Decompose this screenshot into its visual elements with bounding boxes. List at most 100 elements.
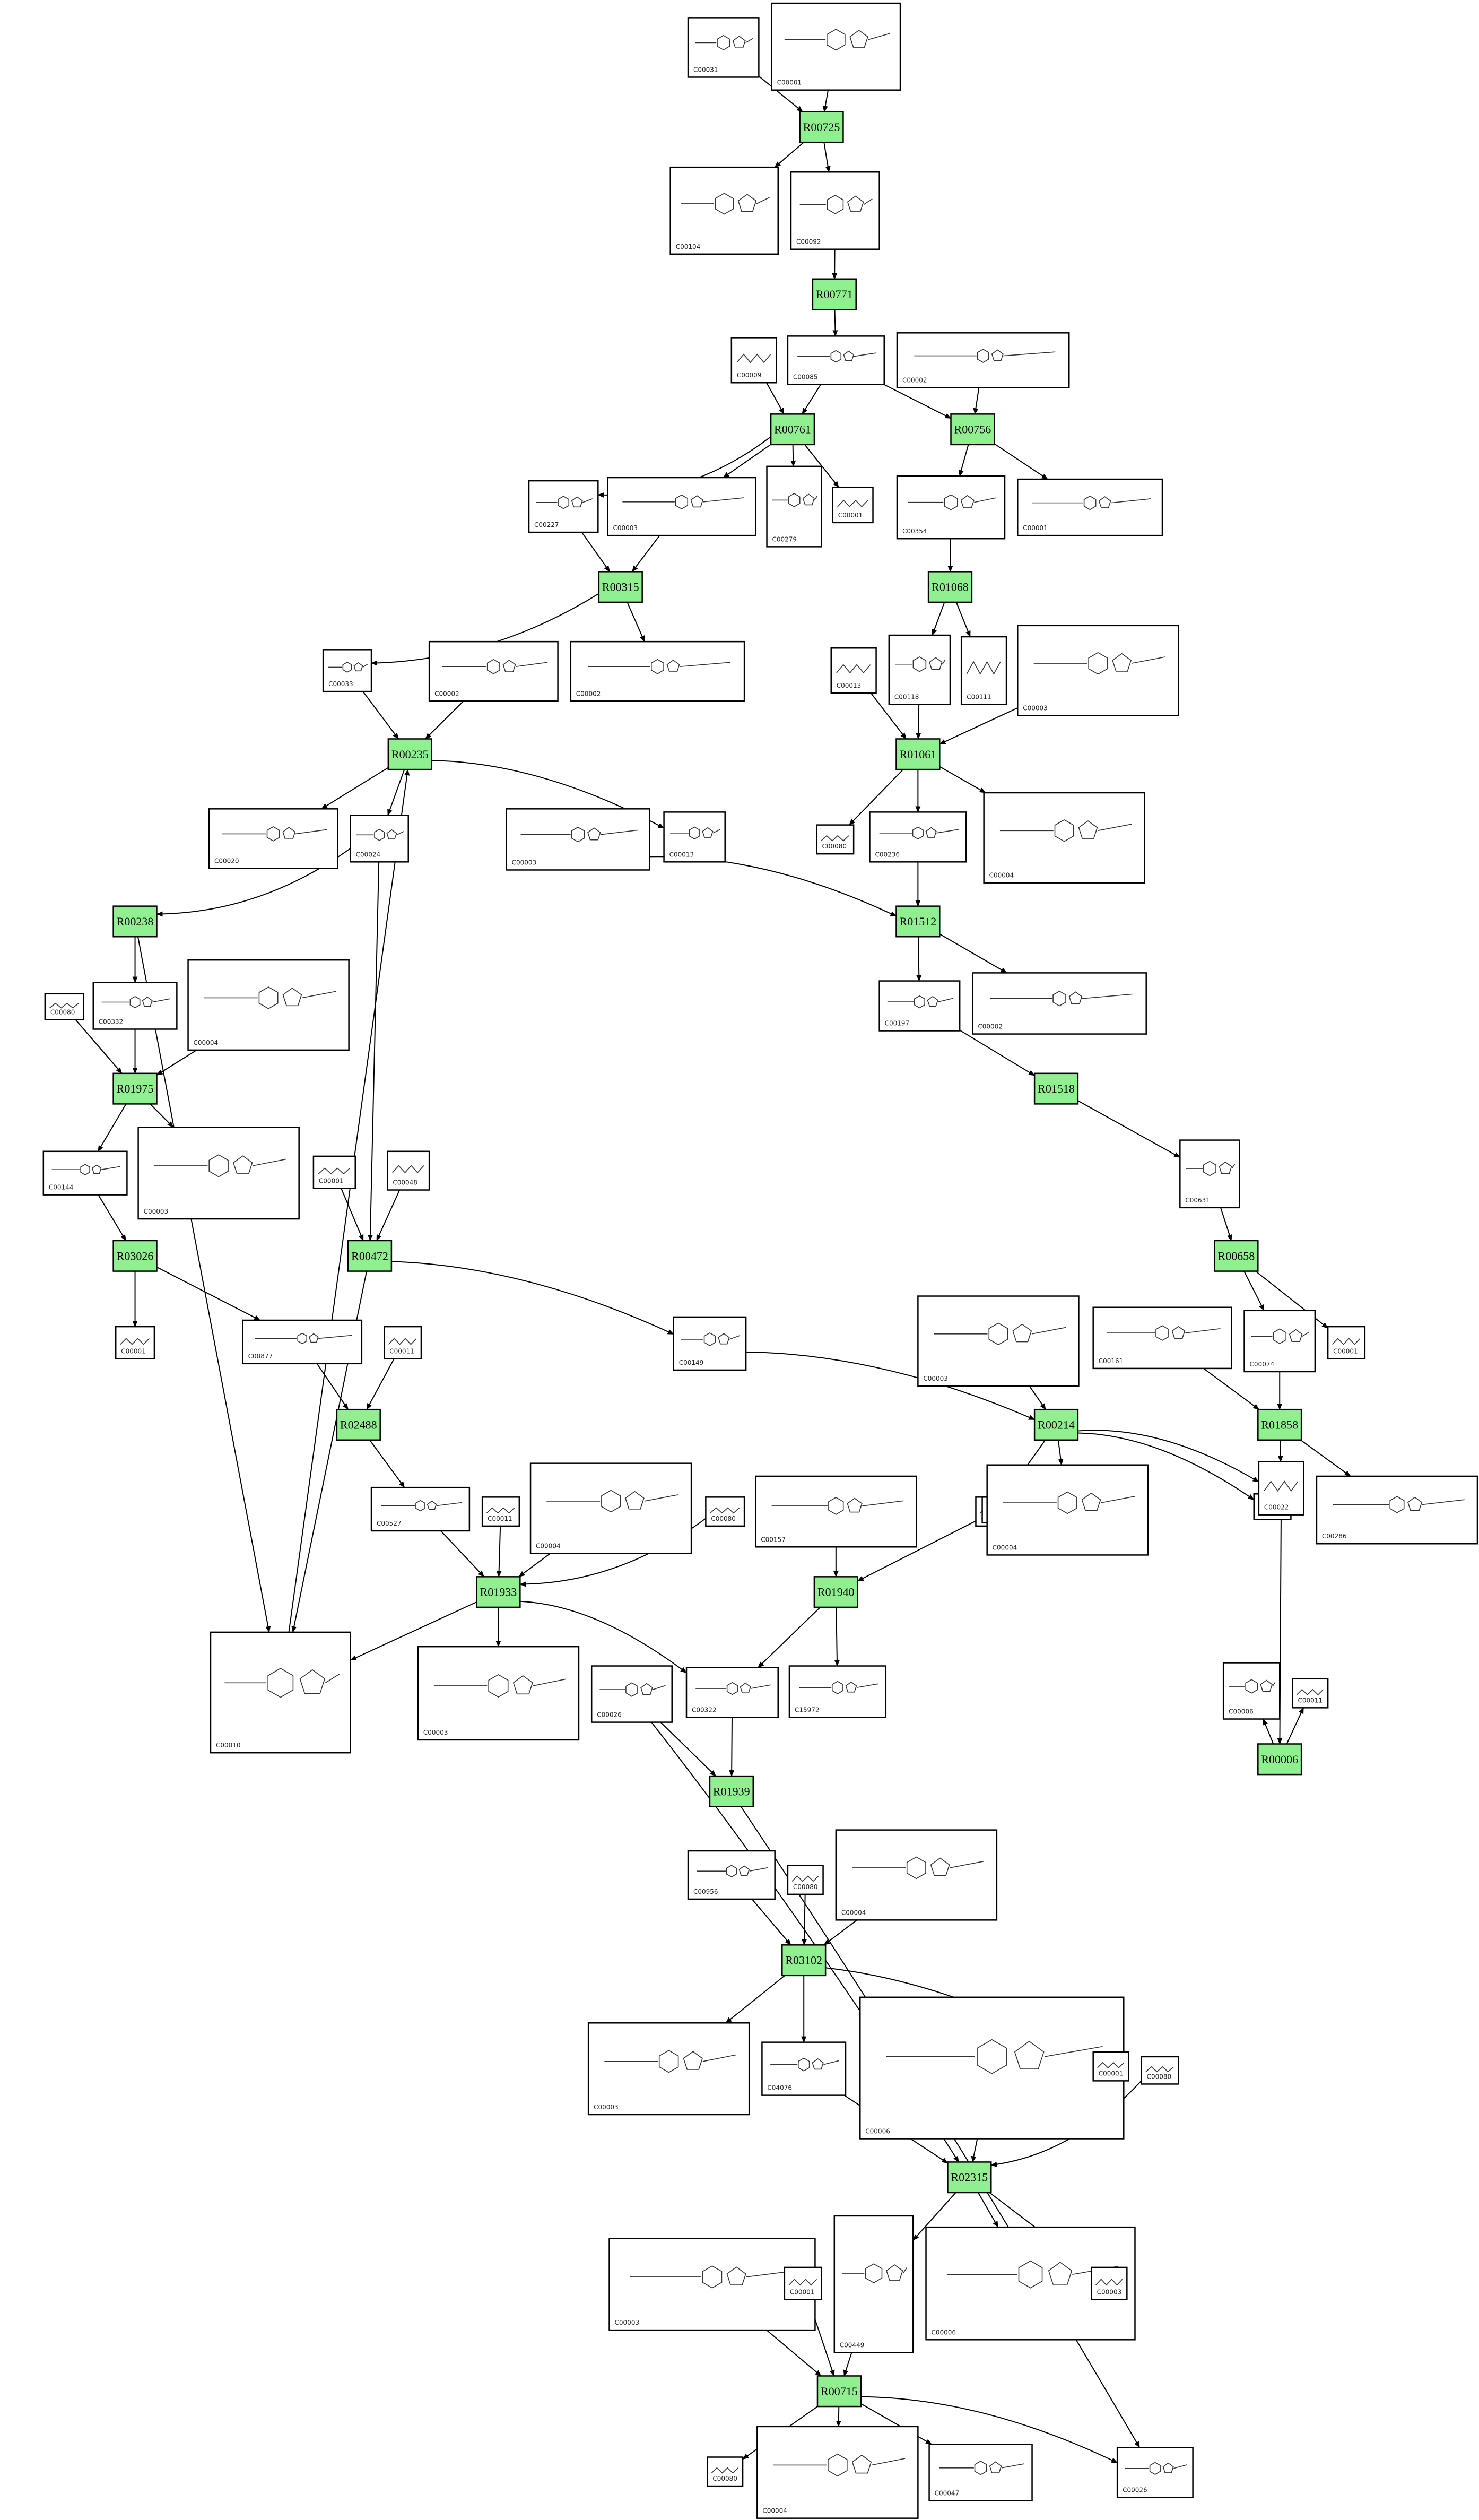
compound-node[interactable]: C00026 (590, 1665, 673, 1723)
compound-node[interactable]: C00003 (506, 808, 650, 871)
compound-node[interactable]: C00449 (833, 2215, 914, 2353)
compound-node[interactable]: C00197 (878, 980, 961, 1032)
compound-node[interactable]: C00047 (928, 2444, 1033, 2501)
compound-node[interactable]: C00004 (756, 2426, 919, 2519)
compound-node[interactable]: C00001 (115, 1326, 155, 1359)
compound-node[interactable]: C00003 (417, 1646, 580, 1741)
reaction-node[interactable]: R00235 (387, 738, 432, 770)
compound-node[interactable]: C00104 (669, 166, 779, 255)
compound-node[interactable]: C00033 (322, 649, 372, 692)
compound-node[interactable]: C00227 (528, 480, 599, 533)
reaction-node[interactable]: R00472 (347, 1240, 393, 1272)
reaction-node[interactable]: R01933 (476, 1576, 521, 1608)
compound-node[interactable]: C00026 (1116, 2447, 1194, 2498)
reaction-node[interactable]: R00658 (1214, 1240, 1259, 1272)
compound-node[interactable]: C00003 (587, 2022, 750, 2116)
compound-node[interactable]: C00527 (370, 1486, 471, 1532)
compound-node[interactable]: C00024 (350, 815, 409, 863)
reaction-node[interactable]: R00315 (598, 571, 643, 603)
reaction-node[interactable]: R02315 (947, 2161, 992, 2194)
compound-node[interactable]: C00001 (312, 1155, 356, 1189)
compound-node[interactable]: C00111 (960, 636, 1007, 705)
compound-node[interactable]: C00080 (707, 2456, 744, 2487)
compound-node[interactable]: C00354 (896, 475, 1006, 540)
compound-node[interactable]: C00631 (1179, 1139, 1240, 1209)
compound-node[interactable]: C00003 (137, 1127, 300, 1220)
compound-node[interactable]: C00003 (1091, 2266, 1128, 2300)
reaction-node[interactable]: R00214 (1033, 1408, 1079, 1441)
compound-node[interactable]: C00080 (787, 1865, 824, 1895)
reaction-node[interactable]: R00761 (770, 413, 815, 446)
compound-node[interactable]: C00332 (92, 982, 178, 1030)
compound-node[interactable]: C00074 (1243, 1310, 1316, 1373)
compound-node[interactable]: C00286 (1316, 1475, 1478, 1545)
compound-node[interactable]: C00048 (387, 1150, 430, 1191)
reaction-node[interactable]: R03026 (112, 1240, 158, 1272)
compound-node[interactable]: C00022 (1258, 1461, 1304, 1516)
compound-node[interactable]: C00010 (210, 1631, 351, 1754)
compound-node[interactable]: C00118 (888, 634, 951, 705)
reaction-node[interactable]: R00006 (1257, 1743, 1302, 1776)
compound-node[interactable]: C00144 (42, 1150, 128, 1196)
reaction-node[interactable]: R00756 (950, 413, 995, 446)
compound-node[interactable]: C00006 (859, 1996, 1125, 2140)
compound-node[interactable]: C00002 (428, 640, 559, 702)
compound-node[interactable]: C00004 (983, 792, 1145, 884)
compound-node[interactable]: C00956 (687, 1850, 776, 1900)
compound-node[interactable]: C00080 (1141, 2056, 1179, 2085)
compound-node[interactable]: C00001 (771, 2, 901, 91)
reaction-node[interactable]: R00725 (799, 111, 844, 143)
compound-node[interactable]: C00002 (570, 640, 745, 702)
reaction-node[interactable]: R02488 (336, 1408, 381, 1441)
compound-node[interactable]: C00001 (1327, 1326, 1366, 1359)
compound-node[interactable]: C00004 (835, 1829, 998, 1921)
compound-node[interactable]: C00001 (832, 486, 874, 524)
compound-node[interactable]: C00085 (787, 335, 885, 385)
reaction-node[interactable]: R01939 (709, 1775, 754, 1807)
reaction-node[interactable]: R01518 (1033, 1072, 1079, 1105)
compound-node[interactable]: C00157 (755, 1475, 917, 1548)
compound-node[interactable]: C00322 (685, 1667, 779, 1718)
compound-node[interactable]: C00080 (44, 993, 84, 1020)
compound-node[interactable]: C00006 (1222, 1662, 1281, 1720)
compound-node[interactable]: C00011 (1292, 1678, 1329, 1709)
compound-node[interactable]: C00004 (529, 1462, 692, 1554)
compound-node[interactable]: C00092 (790, 171, 880, 250)
reaction-node[interactable]: R01068 (927, 571, 973, 603)
compound-node[interactable]: C00011 (481, 1496, 520, 1527)
compound-node[interactable]: C00013 (663, 811, 726, 863)
compound-node[interactable]: C00877 (242, 1319, 363, 1365)
compound-node[interactable]: C00006 (925, 2226, 1136, 2341)
reaction-node[interactable]: R01975 (112, 1072, 158, 1105)
compound-node[interactable]: C00001 (1092, 2051, 1129, 2082)
compound-node[interactable]: C15972 (788, 1665, 887, 1718)
compound-node[interactable]: C00009 (730, 337, 777, 384)
reaction-node[interactable]: R03102 (781, 1944, 826, 1977)
compound-node[interactable]: C00161 (1092, 1306, 1232, 1370)
compound-node[interactable]: C04076 (761, 2041, 847, 2096)
compound-node[interactable]: C00020 (208, 808, 338, 869)
compound-node[interactable]: C00149 (673, 1316, 747, 1371)
reaction-node[interactable]: R01512 (895, 905, 941, 938)
reaction-node[interactable]: R00771 (812, 278, 857, 310)
compound-node[interactable]: C00080 (816, 824, 855, 855)
compound-node[interactable]: C00004 (187, 959, 350, 1051)
compound-node[interactable]: C00236 (869, 811, 967, 863)
compound-node[interactable]: C00031 (687, 17, 760, 78)
compound-node[interactable]: C00001 (1017, 478, 1163, 536)
compound-node[interactable]: C00003 (1017, 625, 1179, 716)
compound-node[interactable]: C00004 (986, 1464, 1149, 1556)
compound-node[interactable]: C00013 (830, 647, 877, 694)
reaction-node[interactable]: R01940 (813, 1576, 858, 1608)
compound-node[interactable]: C00003 (607, 477, 756, 536)
compound-node[interactable]: C00011 (384, 1326, 422, 1359)
reaction-node[interactable]: R01061 (895, 738, 941, 770)
compound-node[interactable]: C00001 (784, 2266, 822, 2300)
reaction-node[interactable]: R00715 (816, 2375, 862, 2408)
reaction-node[interactable]: R00238 (112, 905, 158, 938)
reaction-node[interactable]: R01858 (1257, 1408, 1302, 1441)
compound-node[interactable]: C00002 (896, 332, 1070, 388)
compound-node[interactable]: C00003 (917, 1295, 1080, 1387)
compound-node[interactable]: C00002 (972, 972, 1147, 1035)
compound-node[interactable]: C00279 (766, 465, 822, 548)
